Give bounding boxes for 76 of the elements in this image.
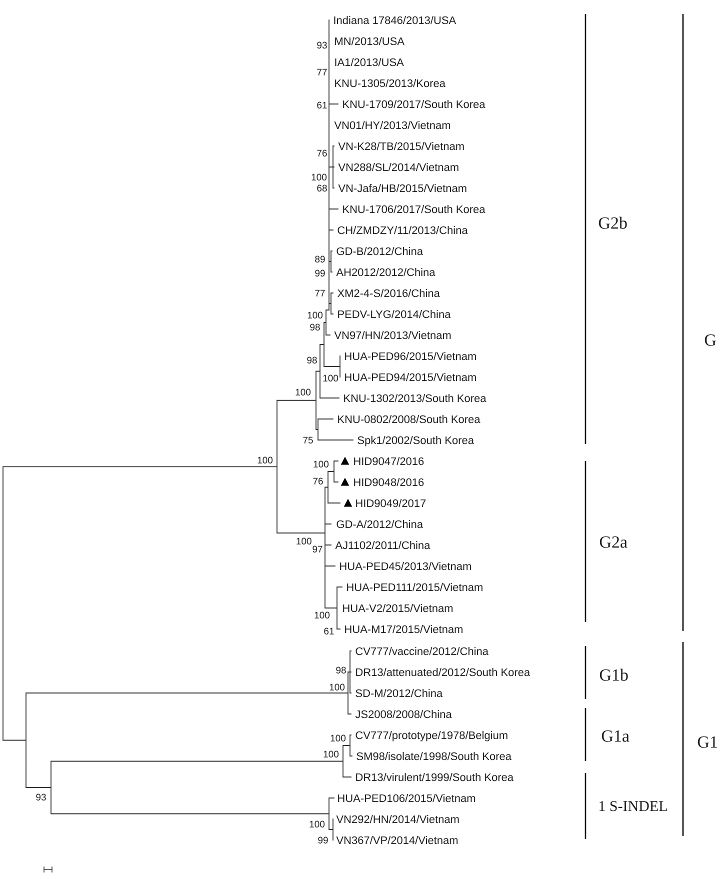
taxon-label: HID9047/2016 — [354, 457, 424, 466]
clade-label: G1 — [698, 736, 717, 748]
taxon-label: CV777/prototype/1978/Belgium — [356, 731, 508, 742]
taxon-label: HUA-PED106/2015/Vietnam — [338, 794, 476, 802]
taxon-label: CV777/vaccine/2012/China — [356, 647, 488, 656]
taxon-label: VN01/HY/2013/Vietnam — [334, 121, 450, 130]
taxon-label: DR13/attenuated/2012/South Korea — [356, 668, 530, 676]
taxon-label: Spk1/2002/South Korea — [358, 436, 474, 446]
bootstrap-value: 76 — [313, 478, 323, 484]
bootstrap-value: 100 — [296, 388, 311, 396]
taxon-label: VN97/HN/2013/Vietnam — [334, 331, 451, 340]
taxon-label: DR13/virulent/1999/South Korea — [356, 773, 514, 782]
taxon-label: HID9048/2016 — [354, 478, 424, 486]
taxon-label: XM2-4-S/2016/China — [337, 289, 440, 298]
taxon-label: SM98/isolate/1998/South Korea — [356, 752, 512, 760]
clade-label: G1b — [600, 668, 628, 681]
bootstrap-value: 100 — [323, 374, 338, 382]
bootstrap-value: 100 — [314, 612, 330, 618]
bootstrap-value: 99 — [318, 836, 328, 844]
taxon-label: VN-K28/TB/2015/Vietnam — [338, 142, 464, 150]
taxon-label: Indiana 17846/2013/USA — [334, 16, 456, 24]
bootstrap-value: 100 — [314, 460, 329, 468]
taxon-label: HUA-PED45/2013/Vietnam — [340, 562, 471, 570]
bootstrap-value: 61 — [324, 628, 334, 634]
taxon-label: KNU-1706/2017/South Korea — [343, 205, 486, 214]
bootstrap-value: 75 — [303, 436, 313, 444]
taxon-label: IA1/2013/USA — [335, 58, 404, 66]
taxon-label: AJ1102/2011/China — [335, 541, 430, 550]
taxon-label: HUA-PED111/2015/Vietnam — [347, 583, 482, 592]
bootstrap-value: 100 — [308, 312, 323, 318]
bootstrap-value: 99 — [315, 270, 325, 276]
bootstrap-value: 89 — [315, 256, 325, 262]
taxon-label: GD-B/2012/China — [336, 247, 424, 256]
bootstrap-value: 100 — [330, 734, 346, 742]
taxon-label: KNU-1709/2017/South Korea — [343, 100, 486, 108]
bootstrap-value: 93 — [36, 794, 46, 800]
bootstrap-value: 76 — [317, 150, 327, 156]
bootstrap-value: 100 — [330, 684, 345, 690]
bootstrap-value: 100 — [258, 456, 273, 464]
clade-label: G — [704, 334, 716, 346]
taxon-label: KNU-1305/2013/Korea — [335, 79, 446, 88]
taxon-label: VN-Jafa/HB/2015/Vietnam — [338, 184, 466, 192]
taxon-label: HUA-PED94/2015/Vietnam — [345, 373, 476, 382]
taxon-label: HID9049/2017 — [356, 499, 426, 508]
taxon-label: JS2008/2008/China — [355, 710, 452, 718]
clade-label: G1a — [602, 730, 630, 742]
taxon-label: AH2012/2012/China — [336, 268, 436, 276]
taxon-label: MN/2013/USA — [335, 37, 404, 46]
taxon-label: HUA-M17/2015/Vietnam — [345, 625, 462, 634]
bootstrap-value: 100 — [312, 174, 327, 180]
bootstrap-value: 93 — [317, 42, 327, 48]
taxon-label: KNU-1302/2013/South Korea — [344, 394, 486, 402]
bootstrap-value: 68 — [317, 184, 327, 192]
bootstrap-value: 98 — [310, 324, 320, 330]
bootstrap-value: 61 — [317, 102, 327, 108]
taxon-label: VN288/SL/2014/Vietnam — [338, 163, 458, 172]
bootstrap-value: 77 — [317, 68, 327, 76]
taxon-label: VN292/HN/2014/Vietnam — [336, 815, 459, 824]
clade-label: 1 S-INDEL — [600, 801, 667, 812]
bootstrap-value: 77 — [315, 290, 325, 296]
taxon-label: GD-A/2012/China — [336, 520, 424, 528]
taxon-label: HUA-PED96/2015/Vietnam — [345, 352, 476, 360]
taxon-label: PEDV-LYG/2014/China — [338, 310, 451, 318]
clade-label: G2a — [600, 536, 628, 548]
taxon-label: VN367/VP/2014/Vietnam — [336, 836, 458, 844]
bootstrap-value: 100 — [310, 820, 325, 828]
taxon-label: CH/ZMDZY/11/2013/China — [338, 226, 468, 234]
bootstrap-value: 100 — [296, 538, 312, 544]
taxon-label: HUA-V2/2015/Vietnam — [343, 604, 453, 612]
taxon-label: SD-M/2012/China — [356, 689, 443, 698]
taxon-label: KNU-0802/2008/South Korea — [338, 415, 480, 424]
bootstrap-value: 98 — [307, 356, 317, 364]
bootstrap-value: 97 — [312, 546, 322, 552]
bootstrap-value: 100 — [324, 750, 339, 758]
clade-label: G2b — [598, 216, 627, 229]
bootstrap-value: 98 — [336, 666, 346, 674]
